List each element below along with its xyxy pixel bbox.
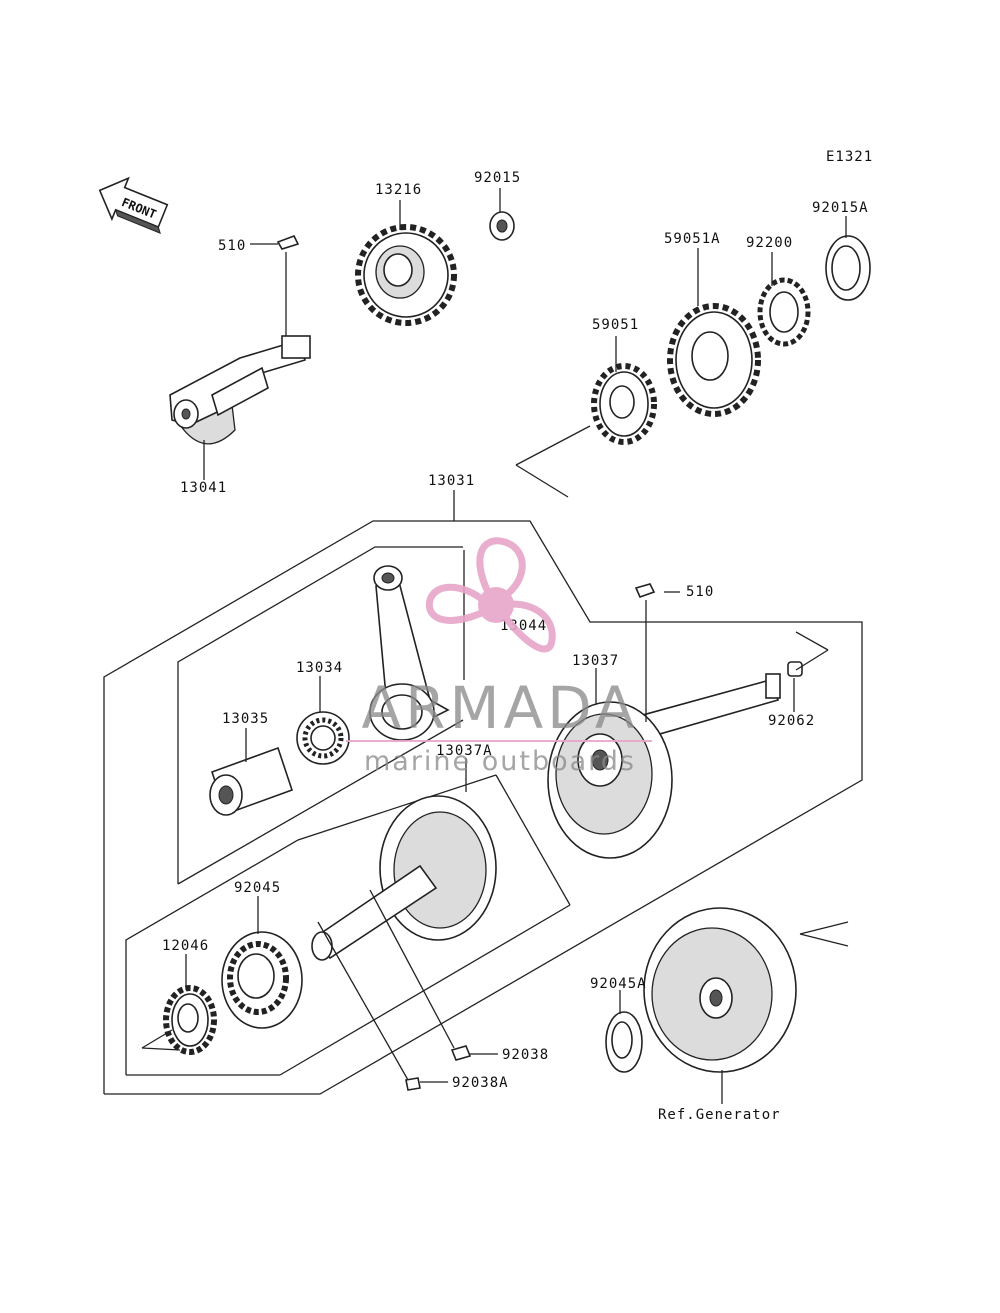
label-13216: 13216 [375, 182, 422, 198]
pointer-12046 [141, 1029, 181, 1051]
front-arrow-icon: FRONT [98, 176, 169, 234]
propeller-hub-icon [478, 587, 514, 623]
diagram-code: E1321 [826, 149, 873, 165]
key-510-top[interactable] [276, 234, 300, 250]
assembly-frame-13031 [103, 425, 863, 1095]
label-92200: 92200 [746, 235, 793, 251]
label-12046: 12046 [162, 938, 209, 954]
gear-12046[interactable] [163, 985, 217, 1055]
key-92038A[interactable] [405, 1077, 421, 1091]
label-92015: 92015 [474, 170, 521, 186]
balancer-shaft[interactable] [169, 335, 311, 445]
label-92038: 92038 [502, 1047, 549, 1063]
propeller-icon [425, 537, 556, 653]
label-13034: 13034 [296, 660, 343, 676]
watermark-brand: ARMADA [361, 674, 638, 742]
bearing-92045[interactable] [221, 931, 303, 1029]
gear-59051A[interactable] [667, 303, 761, 417]
key-510-right[interactable] [634, 583, 656, 599]
gear-59051[interactable] [591, 363, 657, 445]
label-13037: 13037 [572, 653, 619, 669]
label-13041: 13041 [180, 480, 227, 496]
crank-pin-13035[interactable] [209, 746, 294, 816]
label-92038A: 92038A [452, 1075, 509, 1091]
plug-92062[interactable] [787, 661, 803, 677]
generator-rotor[interactable] [643, 907, 797, 1073]
watermark: ARMADA marine outboards [346, 537, 652, 777]
label-13035: 13035 [222, 711, 269, 727]
label-13031: 13031 [428, 473, 475, 489]
gear-13216[interactable] [355, 224, 457, 326]
label-92015A: 92015A [812, 200, 869, 216]
watermark-tagline: marine outboards [364, 746, 636, 777]
leader-lines [185, 188, 847, 1104]
label-92062: 92062 [768, 713, 815, 729]
nut-92015[interactable] [489, 211, 515, 241]
bearing-13034[interactable] [296, 711, 350, 765]
nut-92015A[interactable] [825, 235, 871, 301]
seal-92045A[interactable] [605, 1011, 643, 1073]
connecting-rod-13044[interactable] [368, 565, 450, 741]
pointer-generator [799, 921, 849, 947]
key-92038[interactable] [450, 1045, 472, 1061]
label-59051A: 59051A [664, 231, 721, 247]
label-510-right: 510 [686, 584, 714, 600]
label-92045: 92045 [234, 880, 281, 896]
label-59051: 59051 [592, 317, 639, 333]
washer-92200[interactable] [757, 277, 811, 347]
label-ref-generator: Ref.Generator [658, 1107, 781, 1123]
crankshaft-13037A[interactable] [311, 795, 497, 961]
label-13037A: 13037A [436, 743, 493, 759]
label-510-top: 510 [218, 238, 246, 254]
label-92045A: 92045A [590, 976, 647, 992]
